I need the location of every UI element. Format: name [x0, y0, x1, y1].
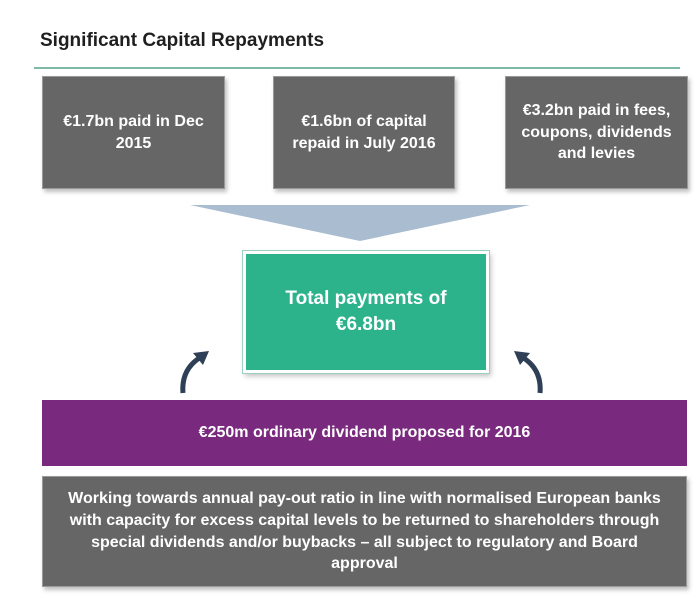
- payout-note-box: Working towards annual pay-out ratio in …: [42, 476, 687, 587]
- dividend-box: €250m ordinary dividend proposed for 201…: [42, 400, 687, 466]
- curved-arrow-left-icon: [180, 351, 209, 394]
- payment-box-dec-2015: €1.7bn paid in Dec 2015: [42, 76, 225, 189]
- payment-box-july-2016: €1.6bn of capital repaid in July 2016: [273, 76, 455, 189]
- title-divider: [34, 67, 680, 69]
- payment-box-fees: €3.2bn paid in fees, coupons, dividends …: [505, 76, 688, 189]
- payment-box-dec-2015-text: €1.7bn paid in Dec 2015: [63, 112, 204, 152]
- total-payments-text: Total payments of €6.8bn: [285, 288, 447, 335]
- payment-box-july-2016-text: €1.6bn of capital repaid in July 2016: [292, 112, 436, 152]
- dividend-text: €250m ordinary dividend proposed for 201…: [198, 424, 531, 442]
- diagram-title: Significant Capital Repayments: [40, 30, 325, 51]
- payout-note-text: Working towards annual pay-out ratio in …: [68, 490, 661, 573]
- curved-arrow-right-icon: [514, 351, 543, 394]
- funnel-arrow-icon: [190, 205, 530, 241]
- total-payments-box: Total payments of €6.8bn: [243, 251, 489, 373]
- payment-box-fees-text: €3.2bn paid in fees, coupons, dividends …: [521, 102, 672, 163]
